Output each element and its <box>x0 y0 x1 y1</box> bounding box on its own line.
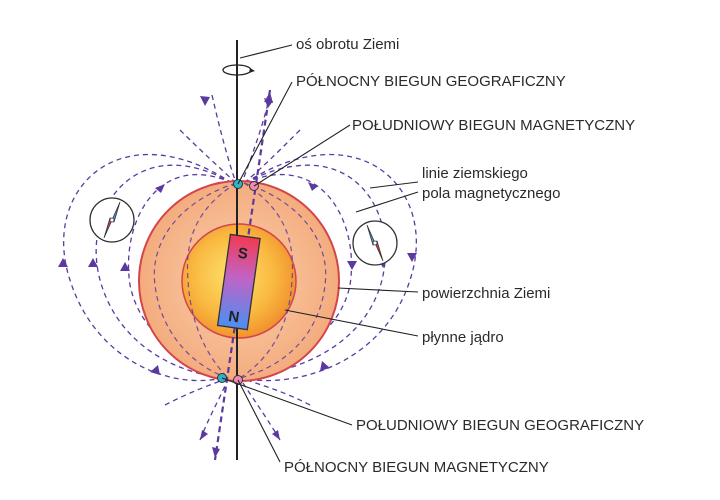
arrow <box>347 261 357 270</box>
arrow <box>200 96 210 106</box>
leader-earth-surface <box>337 287 419 293</box>
magnet-north-letter: N <box>227 308 240 326</box>
arrow <box>120 262 130 271</box>
label-north-magnetic-pole: PÓŁNOCNY BIEGUN MAGNETYCZNY <box>284 459 549 476</box>
rotation-arrow-icon <box>249 68 255 73</box>
label-rotation-axis: oś obrotu Ziemi <box>296 36 399 53</box>
leader-south-geographic <box>221 377 353 426</box>
label-liquid-core: płynne jądro <box>422 329 504 346</box>
arrow <box>200 430 208 440</box>
arrow <box>272 430 280 440</box>
leader-north-geographic <box>237 81 293 185</box>
arrow <box>58 258 68 267</box>
arrow <box>320 361 330 371</box>
field-lines-inner <box>153 182 327 379</box>
magnetic-axis-arrow-icon <box>264 92 273 103</box>
leader-field-lines-1 <box>369 181 419 189</box>
leader-south-magnetic <box>253 124 351 187</box>
arrow <box>155 184 165 193</box>
magnetic-axis-arrow-icon <box>212 447 220 458</box>
label-field-lines-2: pola magnetycznego <box>422 185 560 202</box>
arrow <box>150 365 160 375</box>
leader-field-lines-2 <box>355 191 419 213</box>
arrow <box>88 258 98 267</box>
label-earth-surface: powierzchnia Ziemi <box>422 285 550 302</box>
leader-lines <box>221 44 419 463</box>
leader-liquid-core <box>284 309 419 337</box>
label-north-geographic-pole: PÓŁNOCNY BIEGUN GEOGRAFICZNY <box>296 73 566 90</box>
leader-north-magnetic <box>237 379 281 463</box>
compass-right <box>352 220 398 266</box>
magnetic-axis <box>213 89 272 461</box>
label-south-magnetic-pole: POŁUDNIOWY BIEGUN MAGNETYCZNY <box>352 117 635 134</box>
bar-magnet: S N <box>216 233 261 331</box>
arrow <box>308 182 318 191</box>
magnet-south-letter: S <box>237 245 249 263</box>
label-south-geographic-pole: POŁUDNIOWY BIEGUN GEOGRAFICZNY <box>356 417 644 434</box>
compass-left <box>89 197 135 243</box>
arrow <box>407 253 417 262</box>
label-field-lines-1: linie ziemskiego <box>422 165 528 182</box>
leader-rotation-axis <box>239 44 293 59</box>
